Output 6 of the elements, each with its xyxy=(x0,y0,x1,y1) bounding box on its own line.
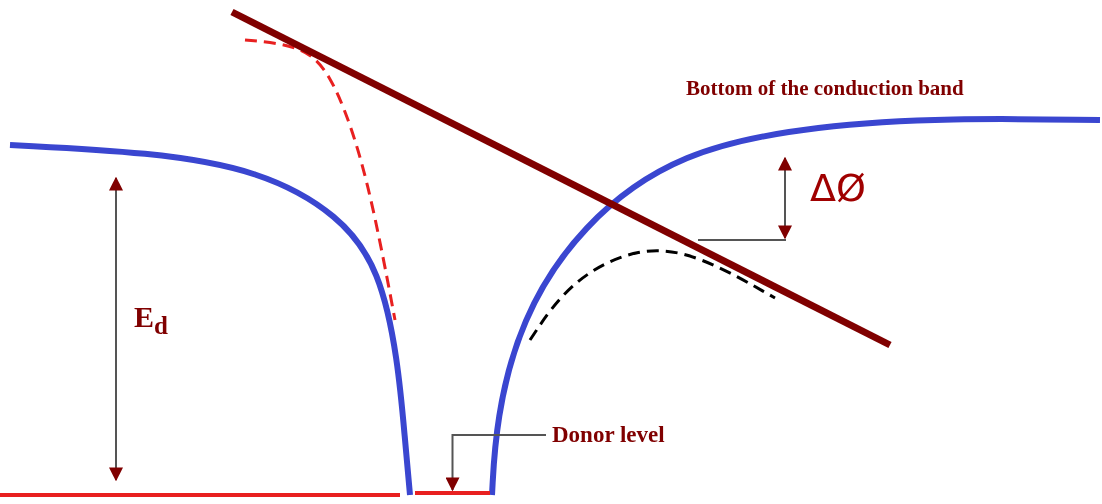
leader-line xyxy=(445,434,547,492)
donor-level-bar xyxy=(415,491,490,495)
axis-label: Bottom of the conduction band xyxy=(686,76,964,101)
energy-label: E$_{d}$ xyxy=(134,300,168,340)
donor-level-label: Donor level xyxy=(552,420,702,450)
potential-label: ΔØ xyxy=(810,166,866,210)
